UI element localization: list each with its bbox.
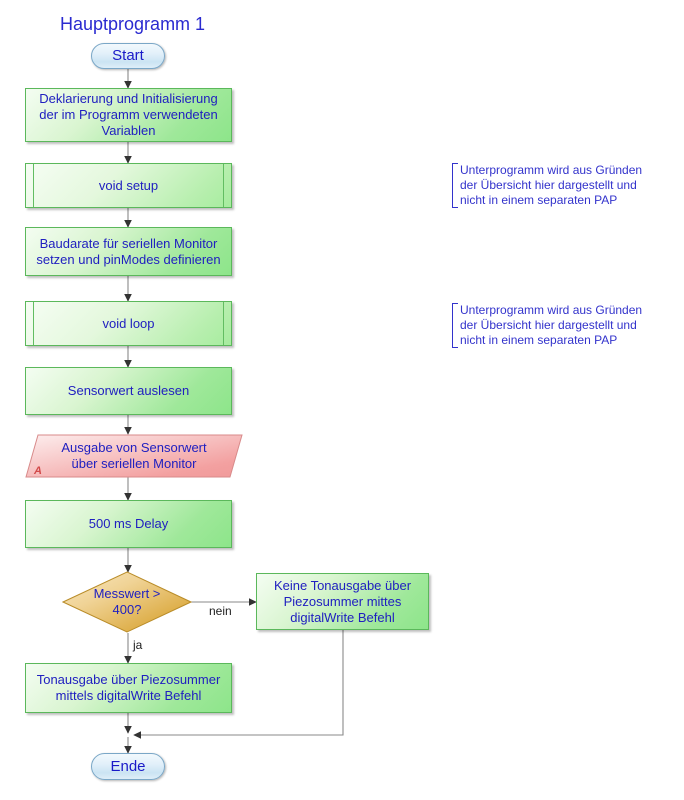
terminal-start[interactable]: Start xyxy=(91,43,165,69)
decision-messwert[interactable]: Messwert > 400? xyxy=(62,571,192,633)
subroutine-void-setup[interactable]: void setup xyxy=(25,163,232,208)
terminal-end[interactable]: Ende xyxy=(91,753,165,780)
subroutine-void-loop[interactable]: void loop xyxy=(25,301,232,346)
io-label: Ausgabe von Sensorwert über seriellen Mo… xyxy=(61,440,207,471)
process-no-tone-output[interactable]: Keine Tonausgabe über Piezosummer mittes… xyxy=(256,573,429,630)
process-delay-500ms[interactable]: 500 ms Delay xyxy=(25,500,232,548)
decision-label: Messwert > 400? xyxy=(93,586,161,617)
annotation-setup: Unterprogramm wird aus Gründen der Übers… xyxy=(452,163,675,208)
annotation-loop: Unterprogramm wird aus Gründen der Übers… xyxy=(452,303,675,348)
process-read-sensor[interactable]: Sensorwert auslesen xyxy=(25,367,232,415)
process-tone-output[interactable]: Tonausgabe über Piezosummer mittels digi… xyxy=(25,663,232,713)
io-parallelogram-shape xyxy=(25,434,243,478)
page-title: Hauptprogramm 1 xyxy=(60,14,206,34)
process-baudrate-pinmodes[interactable]: Baudarate für seriellen Monitor setzen u… xyxy=(25,227,232,276)
edge-notone-merge xyxy=(133,630,344,739)
decision-diamond-shape xyxy=(62,571,192,633)
process-declare-variables[interactable]: Deklarierung und Initialisierung der im … xyxy=(25,88,232,142)
io-serial-output[interactable]: Ausgabe von Sensorwert über seriellen Mo… xyxy=(25,434,243,478)
io-connector-tag: A xyxy=(34,465,42,477)
edge-label-ja: ja xyxy=(133,638,143,652)
edge-label-nein: nein xyxy=(209,604,232,618)
